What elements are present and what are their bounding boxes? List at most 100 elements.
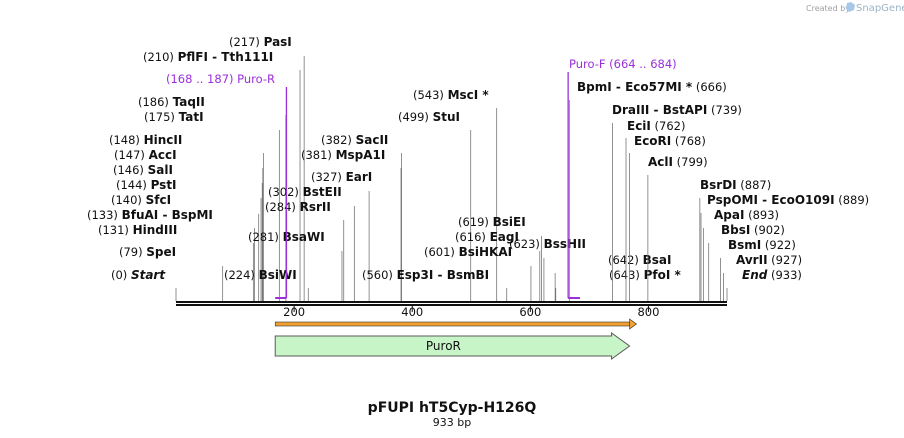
site-name-msci: MscI *: [448, 88, 490, 102]
site-label-hincii: (148) HincII: [109, 133, 182, 147]
site-name-bsmbi: BsmBI: [447, 268, 489, 282]
site-position-tati: (175): [144, 110, 179, 124]
site-position-mspa1i: (381): [301, 148, 336, 162]
site-name-eari: EarI: [346, 170, 373, 184]
site-position-acli: (799): [673, 155, 708, 169]
site-position-rsrii: (284): [265, 200, 300, 214]
site-ecori: EcoRI (768): [629, 134, 706, 301]
site-esp3i: (560) Esp3I - BsmBI: [362, 268, 508, 301]
site-name-rsrii: RsrII: [300, 200, 331, 214]
site-name-bsshii: BssHII: [544, 237, 586, 251]
site-name-bsawi: BsaWI: [283, 230, 325, 244]
site-sacii: (382) SacII: [321, 133, 402, 301]
site-separator: -: [758, 193, 771, 207]
site-label-bsai: (642) BsaI: [608, 253, 671, 267]
site-label-rsrii: (284) RsrII: [265, 200, 331, 214]
site-label-acli: AclI (799): [648, 155, 708, 169]
site-ecii: EciI (762): [625, 119, 685, 301]
site-position-bpmi: (666): [692, 80, 727, 94]
site-bbsi: BbsI (902): [708, 223, 785, 301]
primer-label: Puro-F (664 .. 684): [569, 57, 677, 71]
primer-label: (168 .. 187) Puro-R: [166, 72, 275, 86]
site-name-eco57mi: Eco57MI *: [625, 80, 693, 94]
site-name-bsteii: BstEII: [303, 185, 342, 199]
site-name-pfoi: PfoI *: [644, 268, 682, 282]
site-name-ecii: EciI: [627, 119, 651, 133]
site-position-apai: (893): [744, 208, 779, 222]
site-label-bfuai: (133) BfuAI - BspMI: [87, 208, 213, 222]
site-eari: (327) EarI: [311, 170, 372, 301]
feature-puror: PuroR: [274, 318, 638, 360]
site-pasi: (217) PasI: [229, 35, 305, 301]
site-name-taqii: TaqII: [173, 95, 205, 109]
site-hindiii: (131) HindIII: [98, 223, 254, 301]
site-label-bsiei: (619) BsiEI: [458, 215, 526, 229]
site-name-esp3i: Esp3I: [397, 268, 434, 282]
site-psti: (144) PstI: [116, 178, 262, 301]
site-label-ecori: EcoRI (768): [634, 134, 706, 148]
site-mspa1i: (381) MspA1I: [301, 148, 402, 301]
site-label-avrii: AvrII (927): [736, 253, 802, 267]
site-position-spei: (79): [119, 245, 146, 259]
site-position-hincii: (148): [109, 133, 144, 147]
site-label-bsrdi: BsrDI (887): [700, 178, 771, 192]
site-label-draiii: DraIII - BstAPI (739): [612, 103, 742, 117]
site-bsshii: (623) BssHII: [509, 237, 586, 301]
site-name-pasi: PasI: [264, 35, 292, 49]
site-separator: -: [649, 103, 662, 117]
site-name-acli: AclI: [648, 155, 673, 169]
tick-label-400: 400: [401, 305, 423, 319]
restriction-sites: (0) Start(79) SpeI(131) HindIII(133) Bfu…: [87, 35, 869, 301]
site-position-sfci: (140): [111, 193, 146, 207]
site-label-stui: (499) StuI: [398, 110, 460, 124]
site-position-esp3i: (560): [362, 268, 397, 282]
site-name-draiii: DraIII: [612, 103, 649, 117]
site-bsai: (642) BsaI: [554, 253, 671, 301]
site-acci: (147) AccI: [114, 148, 264, 301]
site-label-mspa1i: (381) MspA1I: [301, 148, 385, 162]
site-bsrdi: BsrDI (887): [699, 178, 771, 301]
site-label-pspomi: PspOMI - EcoO109I (889): [707, 193, 869, 207]
site-pflfi: (210) PflFI - Tth111I: [143, 50, 301, 301]
site-position-hindiii: (131): [98, 223, 133, 237]
site-bsihkai: (601) BsiHKAI: [424, 245, 532, 301]
site-label-bbsi: BbsI (902): [721, 223, 785, 237]
site-tati: (175) TatI: [144, 110, 280, 301]
site-avrii: AvrII (927): [723, 253, 802, 301]
site-name-bstapi: BstAPI: [663, 103, 708, 117]
site-name-bbsi: BbsI: [721, 223, 750, 237]
site-position-pasi: (217): [229, 35, 264, 49]
site-position-sacii: (382): [321, 133, 356, 147]
primer-1: Puro-F (664 .. 684): [567, 57, 677, 299]
site-name-bsrdi: BsrDI: [700, 178, 737, 192]
site-position-ecori: (768): [671, 134, 706, 148]
site-position-eari: (327): [311, 170, 346, 184]
site-draiii: DraIII - BstAPI (739): [612, 103, 742, 301]
primers: (168 .. 187) Puro-R Puro-F (664 .. 684): [166, 57, 677, 299]
features: PuroR: [274, 318, 638, 360]
site-name-hincii: HincII: [144, 133, 183, 147]
site-bsiwi: (224) BsiWI: [224, 268, 309, 301]
site-name-apai: ApaI: [714, 208, 744, 222]
site-position-bbsi: (902): [750, 223, 785, 237]
tick-label-800: 800: [637, 305, 659, 319]
site-position-bsawi: (281): [248, 230, 283, 244]
site-label-pflfi: (210) PflFI - Tth111I: [143, 50, 273, 64]
site-label-sali: (146) SalI: [113, 163, 173, 177]
site-name-psti: PstI: [151, 178, 177, 192]
site-position-bsshii: (623): [509, 237, 544, 251]
site-spei: (79) SpeI: [119, 245, 224, 301]
site-name-pflfi: PflFI: [178, 50, 208, 64]
site-label-eagi: (616) EagI: [455, 230, 519, 244]
site-position-bsrdi: (887): [737, 178, 772, 192]
site-label-tati: (175) TatI: [144, 110, 204, 124]
feature-label: PuroR: [426, 339, 461, 353]
primer-0: (168 .. 187) Puro-R: [166, 72, 288, 299]
site-label-pfoi: (643) PfoI *: [609, 268, 681, 282]
site-label-start: (0) Start: [111, 268, 166, 282]
site-bfuai: (133) BfuAI - BspMI: [87, 208, 255, 301]
site-separator: -: [433, 268, 446, 282]
site-label-psti: (144) PstI: [116, 178, 177, 192]
site-bsmi: BsmI (922): [720, 238, 796, 301]
site-position-pflfi: (210): [143, 50, 178, 64]
